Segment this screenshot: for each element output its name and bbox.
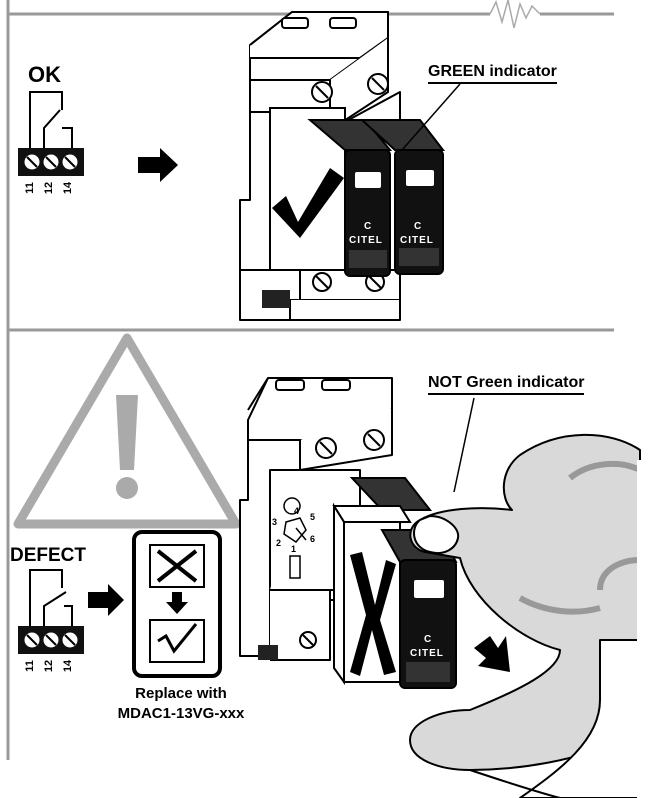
din-clip <box>262 290 290 308</box>
brand-mark: C <box>364 221 373 232</box>
terminal-number: 12 <box>43 659 56 673</box>
replace-instruction: Replace with MDAC1-13VG-xxx <box>88 684 274 724</box>
terminal-number: 12 <box>43 181 56 195</box>
replace-part-number: MDAC1-13VG-xxx <box>117 705 245 722</box>
ok-state-label: OK <box>28 62 61 87</box>
dial-number: 4 <box>294 506 299 516</box>
brand-name: CITEL <box>400 235 434 246</box>
dial-number: 6 <box>310 534 315 544</box>
dial-number: 3 <box>272 517 277 527</box>
ok-terminal-block <box>18 148 84 176</box>
brand-mark: C <box>424 634 433 645</box>
green-indicator-label: GREEN indicator <box>428 63 557 84</box>
dial-number: 2 <box>276 538 281 548</box>
defect-terminal-block <box>18 626 84 654</box>
replace-text: Replace with <box>135 685 227 702</box>
defect-state-label: DEFECT <box>10 545 86 566</box>
not-green-indicator-pointer <box>453 397 475 493</box>
not-green-indicator-label: NOT Green indicator <box>428 374 585 395</box>
terminal-number: 11 <box>23 182 36 194</box>
defect-relay-contact <box>29 569 73 628</box>
selector-dial <box>283 497 307 579</box>
cross-icon <box>350 552 396 676</box>
din-clip-bottom <box>258 645 278 660</box>
ok-arrow-icon <box>138 148 178 182</box>
replace-box <box>132 530 222 678</box>
ok-relay-contact <box>29 91 73 150</box>
brand-mark: C <box>414 221 423 232</box>
dial-number: 5 <box>310 512 315 522</box>
panel-frame <box>6 0 614 760</box>
top-screw-holes <box>281 17 389 292</box>
terminal-number: 14 <box>62 659 75 673</box>
checkmark-icon <box>272 168 344 238</box>
terminal-number: 11 <box>23 660 36 672</box>
dial-number: 1 <box>291 544 296 554</box>
hand-illustration <box>409 433 643 798</box>
ok-module-left <box>307 119 393 277</box>
defect-module-pulled <box>332 502 458 689</box>
defect-module-base <box>349 477 433 511</box>
green-indicator-pointer <box>401 83 461 151</box>
pull-arrow-icon <box>474 636 510 672</box>
brand-name: CITEL <box>410 648 444 659</box>
warning-icon <box>13 333 241 529</box>
bottom-screw-holes <box>275 379 385 649</box>
defect-arrow-icon <box>88 584 124 616</box>
brand-name: CITEL <box>349 235 383 246</box>
terminal-number: 14 <box>62 181 75 195</box>
